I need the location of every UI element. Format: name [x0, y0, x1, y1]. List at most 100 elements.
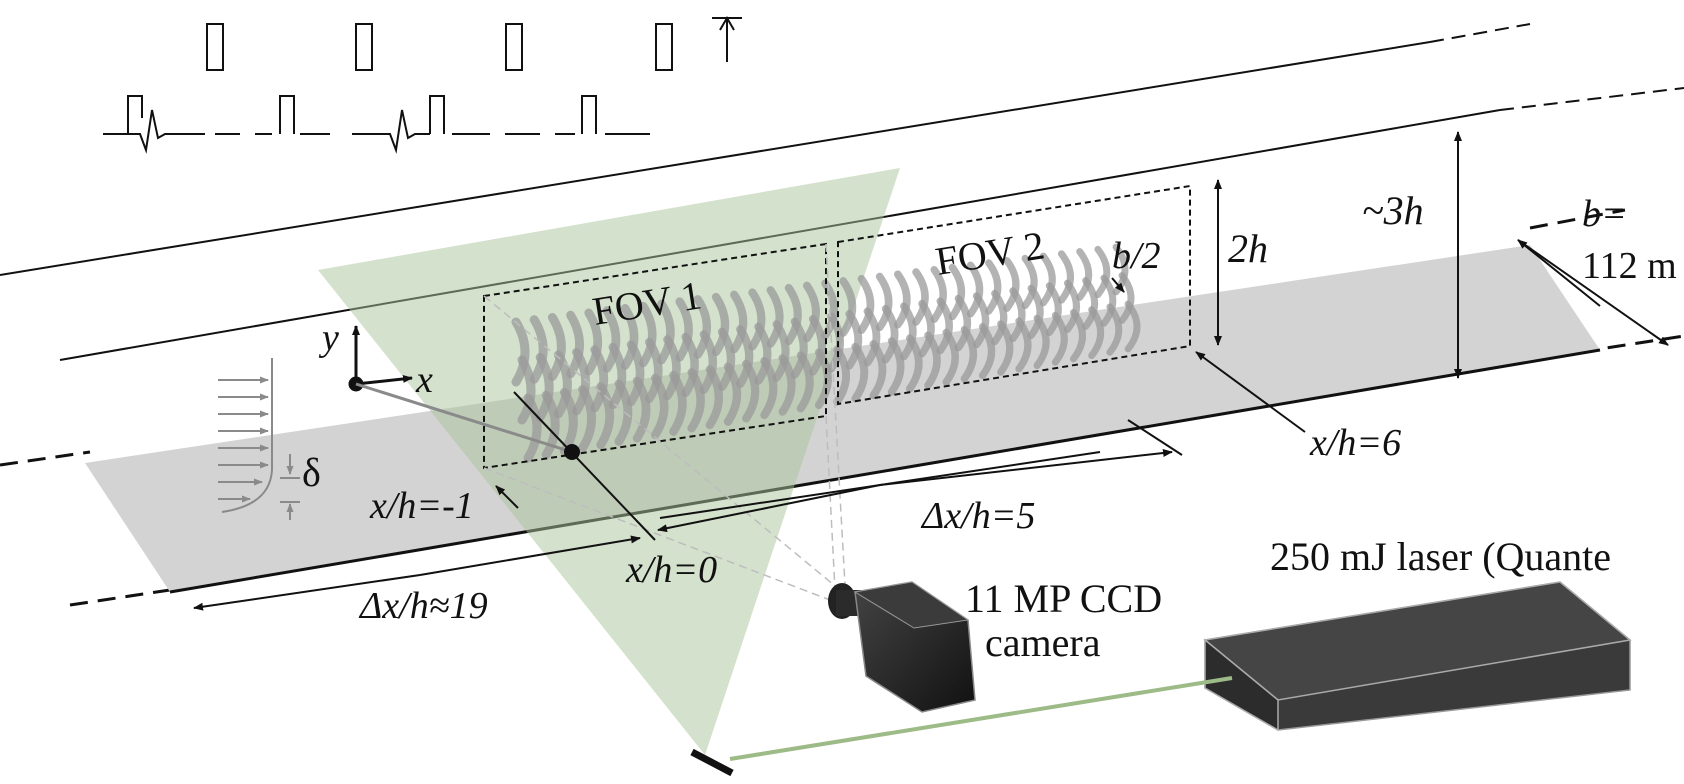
x-axis-label: x: [415, 359, 433, 401]
camera-label-line2: camera: [985, 620, 1101, 665]
vortex-ring: [954, 294, 972, 352]
vortex-ring: [857, 274, 875, 335]
pulse-timing-diagram: [103, 16, 742, 154]
vortex-ring: [1027, 284, 1044, 340]
vortex-ring: [639, 301, 657, 368]
ccd-camera: [828, 581, 976, 713]
camera-view-lines: [483, 243, 846, 601]
vortex-ring: [645, 337, 663, 404]
vortex-ring: [1021, 254, 1038, 310]
vortex-ring: [991, 289, 1008, 346]
vortex-ring: [675, 297, 693, 362]
vortex-ring: [900, 302, 917, 361]
x-h-6-label: x/h=6: [1309, 422, 1401, 464]
vortex-ring: [1076, 248, 1093, 301]
vortex-ring: [699, 330, 717, 394]
vortex-ring: [912, 268, 929, 326]
vortex-ring: [663, 335, 681, 401]
vortex-ring: [523, 393, 542, 463]
vortex-ring: [1088, 306, 1105, 360]
vortex-ring: [778, 354, 796, 416]
b-eq-label: b=: [1582, 193, 1627, 235]
fov1-box: [483, 242, 827, 470]
vortex-ring: [711, 292, 730, 357]
labels: FOV 1 FOV 2 b/2 2h ~3h b= 112 m x/h=6 x/…: [302, 188, 1677, 665]
b-value-label: 112 m: [1582, 245, 1677, 287]
vortex-ring: [614, 379, 633, 446]
vortex-ring: [620, 304, 639, 370]
dx-h-5-label: Δx/h=5: [920, 495, 1035, 537]
vortex-ring: [626, 340, 645, 407]
mirror: [690, 748, 734, 777]
vortex-ring: [1118, 272, 1135, 324]
vortex-ring: [1051, 311, 1068, 366]
vortex-ring: [802, 281, 820, 343]
vortex-ring: [547, 313, 566, 381]
vortex-ring: [863, 307, 881, 367]
vortex-ring: [1009, 287, 1026, 343]
vortex-ring: [960, 325, 978, 383]
vortex-ring: [553, 350, 572, 419]
vortex-ring: [906, 334, 923, 393]
vortex-ring: [754, 322, 772, 385]
vortex-ring: [1063, 279, 1080, 334]
vortex-ring: [839, 277, 857, 337]
flat-plate: [85, 245, 1600, 592]
y-axis-label: y: [318, 317, 339, 359]
vortex-ring: [748, 288, 766, 351]
timing-pulse: [355, 23, 373, 71]
vortex-ring: [730, 290, 748, 354]
vortex-ring: [1106, 303, 1123, 356]
laser-unit: [1203, 581, 1632, 732]
vortex-ring: [705, 365, 723, 430]
vortex-ring: [851, 342, 869, 403]
trigger-spike: [103, 109, 205, 154]
plate-edge: [169, 348, 1601, 594]
vortex-ring: [1057, 250, 1074, 304]
vortex-ring: [742, 359, 760, 423]
timing-pulse: [505, 23, 523, 71]
vortex-ring: [1015, 317, 1032, 373]
vortex-ring: [997, 320, 1014, 376]
timing-pulse: [206, 23, 224, 71]
vortex-ring: [511, 317, 530, 387]
vortex-ring: [948, 263, 966, 321]
vortex-ring: [869, 340, 887, 400]
vortex-ring: [966, 261, 984, 318]
delta-label: δ: [302, 450, 321, 495]
camera-label-line1: 11 MP CCD: [965, 576, 1162, 621]
vortex-ring: [1033, 314, 1050, 370]
vortex-ring: [578, 385, 596, 453]
vortex-ring: [717, 327, 736, 391]
vortex-ring: [1124, 300, 1141, 353]
coordinate-axes: [348, 325, 413, 392]
vortex-ring: [669, 370, 687, 436]
vortex-ring: [632, 376, 651, 443]
fov-boxes: [483, 184, 1191, 470]
vortex-ring: [808, 315, 826, 376]
vortex-ring: [596, 382, 614, 450]
velocity-profile: [218, 358, 300, 520]
vortex-ring: [814, 348, 832, 410]
vortex-ring: [972, 292, 990, 349]
vortex-ring: [1100, 274, 1117, 327]
vortex-ring: [602, 306, 621, 373]
vortex-ring: [887, 337, 905, 396]
vortex-ring: [517, 355, 536, 425]
vortex-ring: [772, 320, 790, 382]
vortex-ring: [881, 304, 899, 364]
vortex-ring: [657, 299, 675, 365]
vortex-ring: [845, 310, 863, 370]
timing-pulse: [655, 23, 673, 71]
vortex-ring: [1003, 257, 1020, 312]
vortex-ring: [875, 272, 893, 332]
vortex-ring: [572, 347, 590, 416]
vortex-ring: [796, 351, 814, 413]
dx-h-19-label: Δx/h≈19: [358, 585, 488, 627]
vortex-ring: [833, 345, 850, 406]
vortex-ring: [651, 373, 669, 440]
vortex-ring: [608, 342, 627, 410]
laser-beam: [729, 676, 1233, 761]
vortex-ring: [736, 325, 754, 388]
